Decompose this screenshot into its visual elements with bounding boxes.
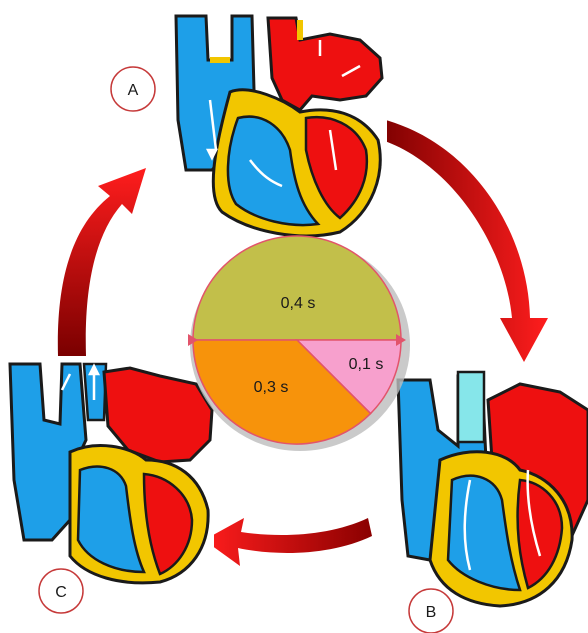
pie-label-0-4s: 0,4 s bbox=[281, 295, 316, 312]
pie-slice-0-4s bbox=[193, 236, 401, 340]
stage-label-b-text: B bbox=[426, 604, 437, 621]
heart-diagram-c bbox=[8, 362, 214, 586]
stage-label-c-text: C bbox=[55, 584, 67, 601]
cycle-arrow-b-to-c bbox=[204, 518, 372, 566]
cycle-arrow-c-to-a bbox=[58, 168, 146, 356]
stage-label-a-text: A bbox=[128, 82, 139, 99]
stage-label-b: B bbox=[409, 589, 453, 633]
pie-label-0-1s: 0,1 s bbox=[349, 356, 384, 373]
timing-pie: 0,4 s 0,3 s 0,1 s bbox=[188, 236, 410, 451]
stage-label-a: A bbox=[111, 67, 155, 111]
pie-label-0-3s: 0,3 s bbox=[254, 379, 289, 396]
heart-diagram-b bbox=[396, 372, 588, 610]
stage-label-c: C bbox=[39, 569, 83, 613]
heart-diagram-a bbox=[172, 14, 387, 238]
